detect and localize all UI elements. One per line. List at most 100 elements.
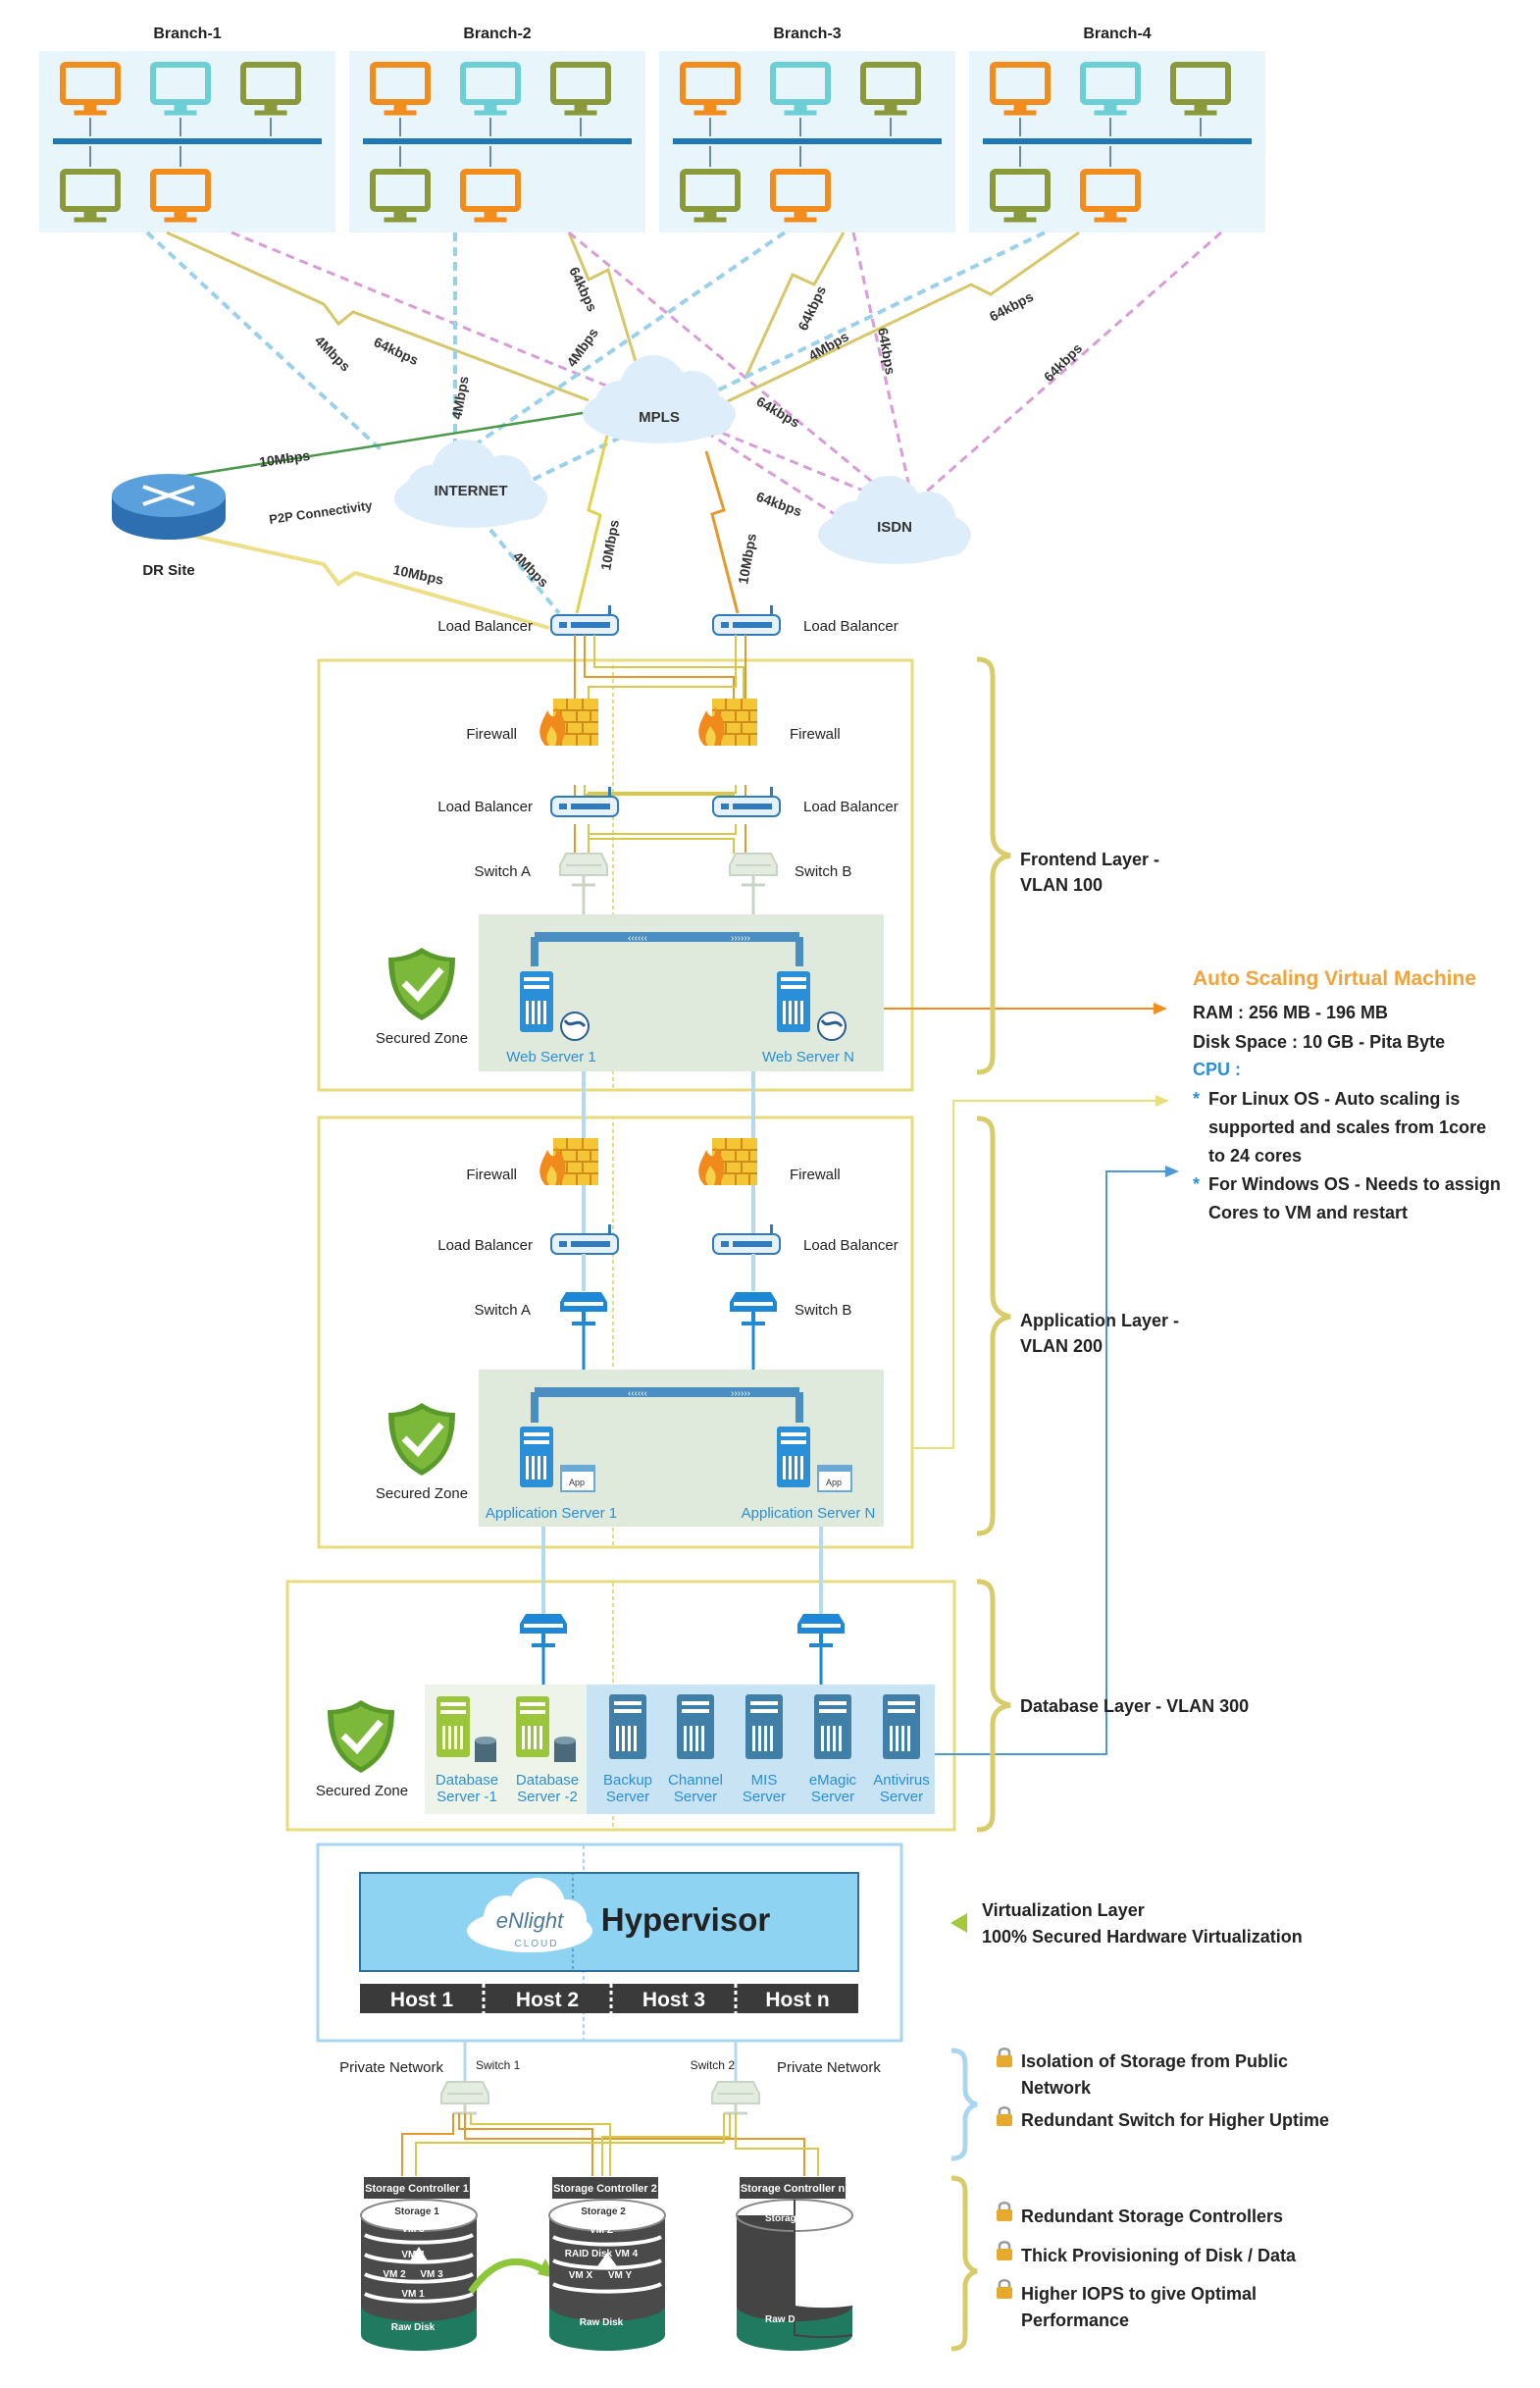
mpls-isdn-link <box>705 430 845 522</box>
virtualization-layer-label-1: Virtualization Layer <box>982 1900 1145 1920</box>
web-server-1-label: Web Server 1 <box>506 1049 595 1065</box>
mis-server-icon <box>745 1694 783 1759</box>
branch-3-network <box>673 65 942 222</box>
storage-controller-n-label: Storage Controller n <box>741 2183 846 2195</box>
link-label: 10Mbps <box>597 518 622 571</box>
app-lb-right-label: Load Balancer <box>803 1237 898 1254</box>
bullet-icon: * <box>1193 1089 1200 1109</box>
link-label: 64kbps <box>372 334 422 368</box>
top-load-balancer-1-icon <box>550 604 619 636</box>
application-layer-box <box>317 1116 914 1549</box>
application-server-n-label: Application Server N <box>742 1505 876 1522</box>
mis-server-line2: Server <box>743 1789 786 1805</box>
frontend-switch-a-icon <box>558 852 609 887</box>
channel-server-line1: Channel <box>668 1772 723 1789</box>
top-lb-right-label: Load Balancer <box>803 618 898 635</box>
link-label: 10Mbps <box>258 447 311 470</box>
db-switch-1-icon <box>518 1612 569 1647</box>
hypervisor-title: Hypervisor <box>601 1901 771 1938</box>
channel-server-line2: Server <box>674 1789 717 1805</box>
dr-site-router-icon <box>112 474 226 540</box>
branch-bus-line <box>983 138 1252 144</box>
application-server-1-icon <box>520 1427 553 1487</box>
branch-1-title: Branch-1 <box>153 26 221 42</box>
branch-bus-line <box>53 138 322 144</box>
backup-server-icon <box>609 1694 646 1759</box>
application-server-1-label: Application Server 1 <box>486 1505 617 1522</box>
host-2-label: Host 2 <box>516 1989 579 2011</box>
db-server-2-line2: Server -2 <box>517 1789 578 1805</box>
host-3-label: Host 3 <box>642 1989 705 2011</box>
branch2-mpls-link <box>567 232 640 369</box>
mpls-lb2-link <box>704 450 740 614</box>
vm-label: VM 2 <box>383 2269 406 2280</box>
link-label: 64kbps <box>1041 340 1086 386</box>
application-layer-label-2: VLAN 200 <box>1020 1336 1103 1356</box>
branch1-isdn-link <box>231 231 864 493</box>
bullet-icon: * <box>1193 1174 1200 1194</box>
link-label: 10Mbps <box>735 532 759 585</box>
svg-text:App: App <box>569 1478 585 1487</box>
database-layer-label: Database Layer - VLAN 300 <box>1020 1696 1249 1716</box>
storage-switch-2-icon <box>710 2080 761 2115</box>
isdn-label: ISDN <box>877 519 912 536</box>
mpls-lb1-link <box>575 431 610 614</box>
hypervisor-panel <box>359 1872 859 1972</box>
secured-zone-shield-icon <box>388 948 455 1020</box>
storage-network-bracket <box>950 2048 978 2161</box>
db-switch-2-icon <box>796 1612 847 1647</box>
database-cylinder-icon <box>554 1737 576 1762</box>
app-firewall-1-icon <box>539 1137 599 1186</box>
branch1-mpls-link <box>166 231 590 402</box>
backup-server-line2: Server <box>606 1789 649 1805</box>
link-label: 64kbps <box>754 393 803 431</box>
auto-scaling-linux-2: supported and scales from 1core <box>1208 1117 1486 1137</box>
branch2-isdn-link <box>568 231 884 493</box>
raw-disk-label: Raw Disk <box>580 2317 624 2328</box>
note-isolation-line2: Network <box>1021 2078 1092 2098</box>
channel-server-icon <box>677 1694 714 1759</box>
storage-2-name: Storage 2 <box>581 2206 626 2217</box>
storage-controller-1 <box>360 2177 478 2351</box>
storage-1-name: Storage 1 <box>394 2206 439 2217</box>
wan-links <box>145 231 1222 630</box>
application-layer-label-1: Application Layer - <box>1020 1311 1179 1330</box>
database-bracket <box>976 1579 1011 1833</box>
host-strip <box>360 1984 858 2013</box>
globe-icon <box>563 1019 587 1028</box>
enlight-cloud-icon <box>467 1878 592 1952</box>
frontend-layer-label-1: Frontend Layer - <box>1020 850 1159 869</box>
host-labels: Host 1 Host 2 Host 3 Host n <box>390 1989 830 2011</box>
branch4-mpls-link <box>725 231 1080 404</box>
branch-bus-line <box>673 138 942 144</box>
frontend-switch-a-label: Switch A <box>474 863 531 880</box>
database-server-1-icon <box>436 1696 470 1757</box>
top-lb-left-label: Load Balancer <box>437 618 533 635</box>
internet-label: INTERNET <box>435 483 508 499</box>
app-secured-zone-label: Secured Zone <box>376 1485 468 1502</box>
globe-icon <box>560 1012 590 1041</box>
private-network-right-label: Private Network <box>777 2059 881 2076</box>
internet-lb-link <box>488 528 561 615</box>
web-bus-icon: ‹‹‹‹‹‹ ›››››› <box>531 932 803 966</box>
database-layer-box <box>285 1580 956 1832</box>
storage-switch-1-icon <box>439 2080 490 2115</box>
svg-text:‹‹‹‹‹‹: ‹‹‹‹‹‹ <box>628 1388 647 1399</box>
vm-label: VM 5 <box>401 2224 425 2235</box>
database-cylinder-icon <box>475 1737 496 1762</box>
antivirus-server-line1: Antivirus <box>873 1772 930 1789</box>
app-switch-a-icon <box>558 1290 609 1325</box>
frontend-layer-label-2: VLAN 100 <box>1020 875 1103 895</box>
note-redundant-switch: Redundant Switch for Higher Uptime <box>1021 2110 1329 2130</box>
auto-scaling-ram: RAM : 256 MB - 196 MB <box>1193 1003 1388 1022</box>
auto-scaling-disk: Disk Space : 10 GB - Pita Byte <box>1193 1032 1445 1052</box>
branch4-internet-link <box>509 231 1046 493</box>
link-label: 64kbps <box>795 284 829 334</box>
enlight-logo-subtext: CLOUD <box>514 1939 558 1949</box>
arrow-head-icon <box>1154 1003 1167 1014</box>
emagic-server-line2: Server <box>811 1789 854 1805</box>
note-redundant-controllers: Redundant Storage Controllers <box>1021 2206 1283 2226</box>
web-server-n-label: Web Server N <box>762 1049 854 1065</box>
raw-disk-label: Raw D <box>765 2314 796 2325</box>
